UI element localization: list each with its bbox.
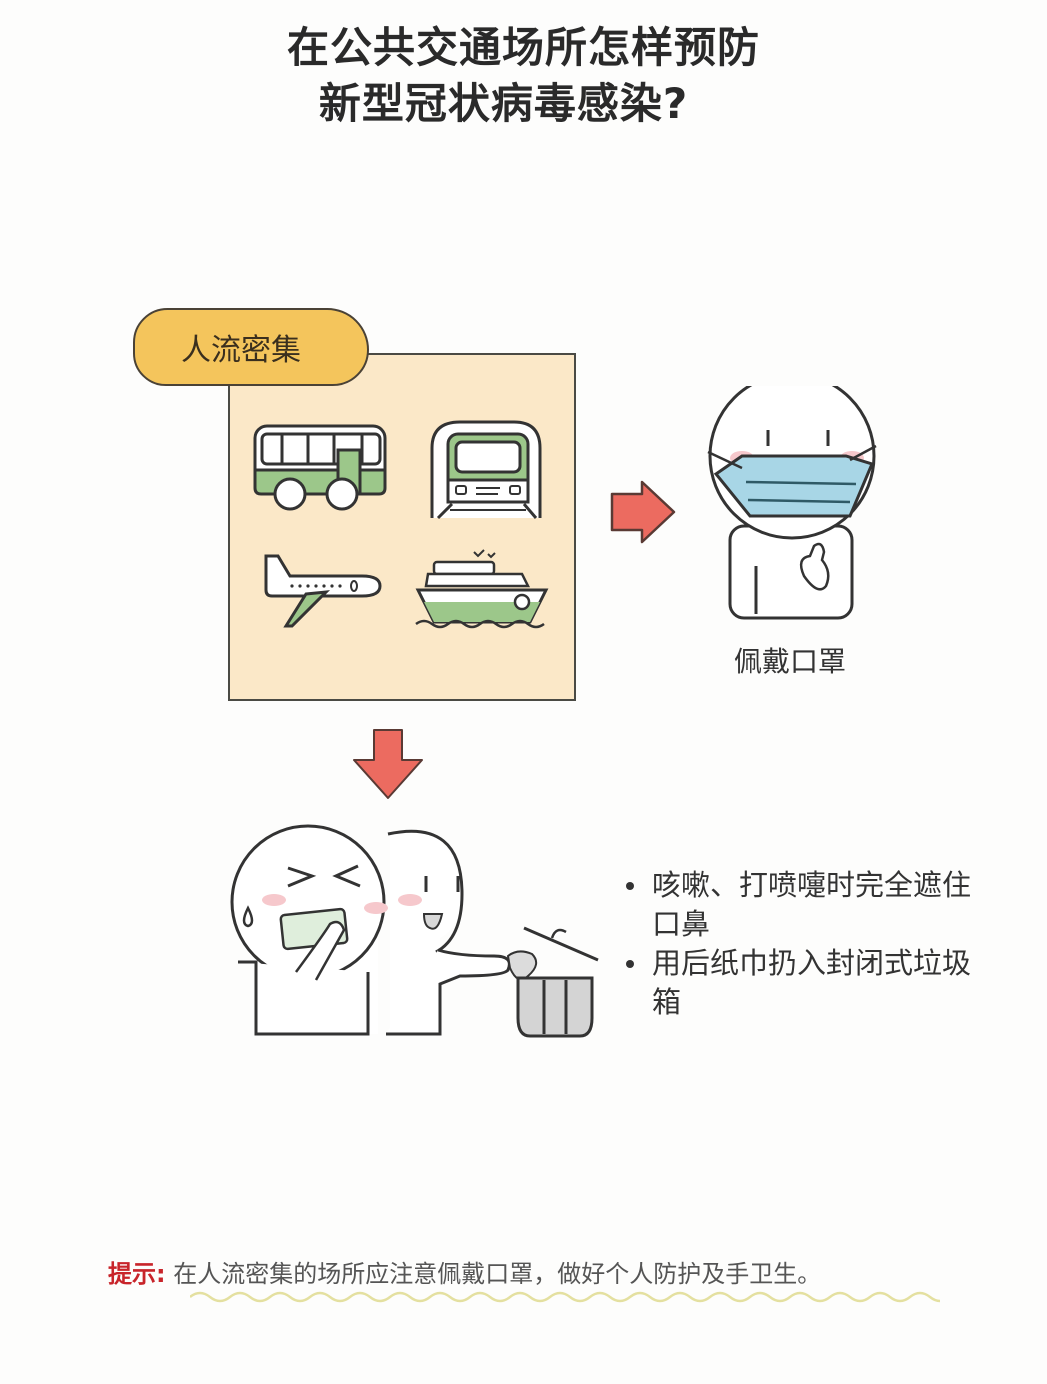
down-arrow-icon bbox=[353, 729, 423, 799]
subway-train-icon bbox=[430, 420, 542, 520]
etiquette-bullet-list: 咳嗽、打喷嚏时完全遮住口鼻 用后纸巾扔入封闭式垃圾箱 bbox=[624, 866, 984, 1022]
page-title-line-2: 新型冠状病毒感染? bbox=[318, 79, 689, 128]
tip-line: 提示: 在人流密集的场所应注意佩戴口罩，做好个人防护及手卫生。 bbox=[108, 1254, 821, 1289]
tip-label: 提示: bbox=[108, 1260, 166, 1288]
right-arrow-icon bbox=[610, 480, 676, 544]
sneezing-tissue-illustration bbox=[230, 824, 599, 1038]
airplane-icon bbox=[264, 554, 382, 628]
crowd-label-badge: 人流密集 bbox=[133, 308, 369, 386]
bullet-dot-icon bbox=[626, 882, 634, 890]
bullet-dot-icon bbox=[626, 960, 634, 968]
ship-icon bbox=[415, 549, 549, 629]
masked-person-illustration bbox=[707, 386, 877, 620]
crowded-transport-panel bbox=[228, 353, 576, 701]
bus-icon bbox=[253, 424, 387, 511]
page-title-line-1: 在公共交通场所怎样预防 bbox=[286, 23, 760, 72]
bullet-item: 咳嗽、打喷嚏时完全遮住口鼻 bbox=[624, 866, 984, 944]
wear-mask-caption: 佩戴口罩 bbox=[733, 645, 846, 678]
bullet-text: 咳嗽、打喷嚏时完全遮住口鼻 bbox=[652, 868, 972, 941]
tip-text: 在人流密集的场所应注意佩戴口罩，做好个人防护及手卫生。 bbox=[173, 1260, 822, 1288]
crowd-label-text: 人流密集 bbox=[181, 333, 301, 368]
bullet-text: 用后纸巾扔入封闭式垃圾箱 bbox=[652, 946, 972, 1019]
bullet-item: 用后纸巾扔入封闭式垃圾箱 bbox=[624, 944, 984, 1022]
wavy-underline-decoration bbox=[190, 1291, 940, 1303]
